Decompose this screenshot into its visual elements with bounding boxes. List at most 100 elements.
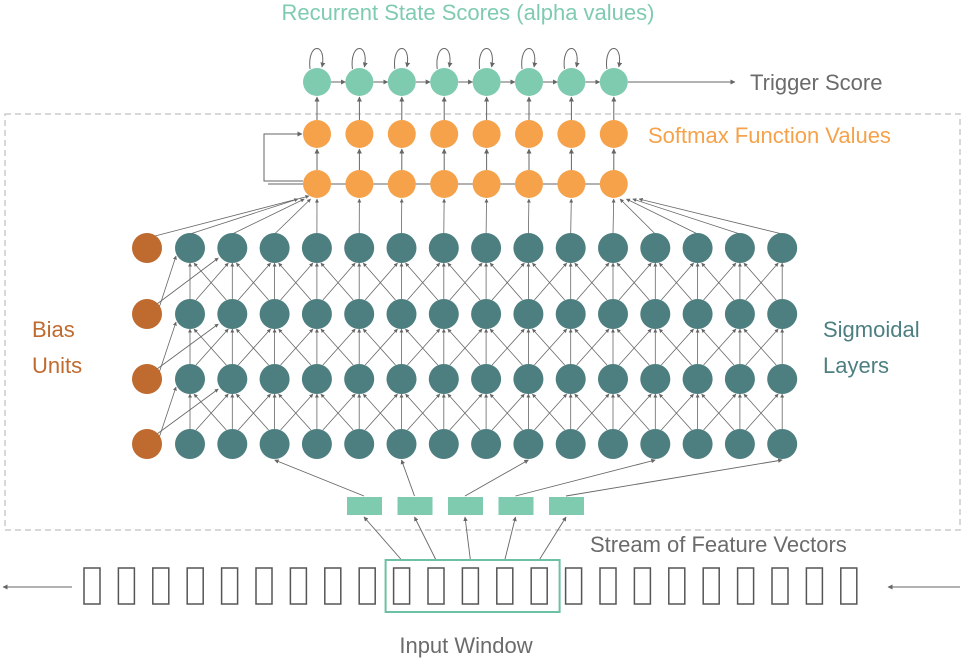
window-to-feature-arrow bbox=[363, 516, 402, 561]
layer-cross-arrow bbox=[447, 262, 481, 301]
sigmoid-node bbox=[259, 233, 290, 263]
softmax-bracket-arrow bbox=[263, 131, 303, 182]
sigmoid-node bbox=[640, 429, 671, 459]
layer-cross-arrow bbox=[661, 393, 694, 431]
feature-to-sigmoid-arrow bbox=[400, 459, 415, 497]
layer-cross-arrow bbox=[574, 393, 608, 431]
softmax-node bbox=[557, 170, 586, 198]
bias-arrow bbox=[156, 323, 219, 370]
sigmoid-node bbox=[428, 364, 459, 394]
stream-frame bbox=[255, 567, 273, 605]
layer-cross-arrow bbox=[703, 393, 737, 431]
layer-cross-arrow bbox=[576, 393, 610, 431]
sigmoid-node bbox=[598, 233, 628, 263]
sigmoid-node bbox=[513, 364, 544, 394]
window-to-feature-arrow bbox=[504, 516, 517, 561]
bias-unit-node bbox=[132, 429, 162, 459]
layer-cross-arrow bbox=[532, 393, 565, 431]
layer-cross-arrow bbox=[405, 393, 439, 431]
sigmoid-node bbox=[175, 364, 205, 394]
sigmoid-node bbox=[386, 364, 417, 394]
feature-vector bbox=[347, 497, 382, 515]
softmax-node bbox=[345, 120, 374, 148]
layer-cross-arrow bbox=[534, 328, 567, 366]
layer-cross-arrow bbox=[195, 393, 229, 431]
layer-cross-arrow bbox=[743, 393, 777, 431]
stream-frame bbox=[186, 567, 204, 605]
self-loop-arrow bbox=[478, 48, 495, 70]
self-loop-arrow bbox=[521, 48, 538, 70]
layer-cross-arrow bbox=[407, 262, 441, 301]
layer-cross-arrow bbox=[280, 393, 314, 431]
softmax-node bbox=[430, 120, 459, 148]
layer-cross-arrow bbox=[278, 393, 312, 431]
sigmoid-node bbox=[471, 233, 502, 263]
sigmoid-node bbox=[386, 299, 417, 329]
layer-cross-arrow bbox=[362, 262, 396, 301]
stream-frame bbox=[392, 567, 411, 605]
sigmoid-node bbox=[259, 429, 290, 459]
stream-frame bbox=[736, 567, 755, 605]
layer-cross-arrow bbox=[278, 328, 312, 366]
stream-frame bbox=[668, 567, 686, 605]
layer-cross-arrow bbox=[491, 328, 525, 366]
layer-cross-arrow bbox=[491, 393, 525, 431]
sigmoid-node bbox=[217, 233, 248, 263]
feature-to-sigmoid-arrow bbox=[464, 459, 529, 497]
softmax-node bbox=[515, 120, 543, 148]
sigmoid-node bbox=[471, 299, 502, 329]
stream-frame bbox=[633, 567, 652, 605]
softmax-node bbox=[472, 170, 501, 198]
stream-frame bbox=[564, 567, 583, 605]
stream-frame bbox=[427, 567, 445, 605]
layer-cross-arrow bbox=[320, 328, 354, 366]
sigmoid-node bbox=[175, 233, 205, 263]
layer-cross-arrow bbox=[362, 328, 396, 366]
sigmoid-node bbox=[344, 233, 375, 263]
sigmoid-node bbox=[217, 364, 248, 394]
sigmoid-node bbox=[301, 233, 332, 263]
layer-cross-arrow bbox=[405, 262, 439, 301]
bias-arrow bbox=[156, 257, 219, 305]
softmax-node bbox=[472, 120, 501, 148]
sigmoid-node bbox=[344, 429, 375, 459]
layer-cross-arrow bbox=[745, 328, 779, 366]
softmax-node bbox=[599, 170, 628, 198]
layer-cross-arrow bbox=[616, 262, 650, 301]
layer-cross-arrow bbox=[364, 328, 398, 366]
sigmoid-node bbox=[259, 299, 290, 329]
layer-cross-arrow bbox=[576, 262, 610, 301]
layer-cross-arrow bbox=[616, 328, 650, 366]
sigmoid-node bbox=[471, 364, 502, 394]
feature-to-sigmoid-arrow bbox=[274, 459, 365, 497]
layer-cross-arrow bbox=[237, 262, 271, 301]
layer-cross-arrow bbox=[745, 393, 779, 431]
layer-cross-arrow bbox=[743, 328, 777, 366]
softmax-node bbox=[430, 170, 459, 198]
sigmoid-node bbox=[640, 233, 671, 263]
sigmoid-node bbox=[555, 233, 586, 263]
sigmoid-node bbox=[344, 364, 375, 394]
sigmoid-node bbox=[386, 429, 417, 459]
sigmoid-node bbox=[301, 364, 332, 394]
layer-cross-arrow bbox=[320, 262, 354, 301]
sigmoid-node bbox=[682, 233, 713, 263]
sigmoid-node bbox=[767, 429, 798, 459]
self-loop-arrow bbox=[563, 48, 580, 70]
sigmoid-node bbox=[724, 364, 755, 394]
layer-cross-arrow bbox=[193, 262, 227, 301]
layer-cross-arrow bbox=[238, 393, 271, 431]
window-to-feature-arrow bbox=[414, 516, 437, 561]
recurrent-state-node bbox=[472, 68, 501, 96]
sigmoid-node bbox=[513, 429, 544, 459]
sigmoid-node bbox=[555, 429, 586, 459]
sigmoid-node bbox=[344, 299, 375, 329]
layer-cross-arrow bbox=[364, 393, 398, 431]
layer-cross-arrow bbox=[532, 262, 566, 301]
sigmoid-node bbox=[598, 299, 628, 329]
feature-vector bbox=[397, 497, 433, 515]
recurrent-scores-label: Recurrent State Scores (alpha values) bbox=[282, 0, 655, 25]
sigmoid-to-softmax-arrow bbox=[611, 198, 616, 235]
sigmoid-node bbox=[386, 233, 417, 263]
layer-cross-arrow bbox=[489, 393, 523, 431]
